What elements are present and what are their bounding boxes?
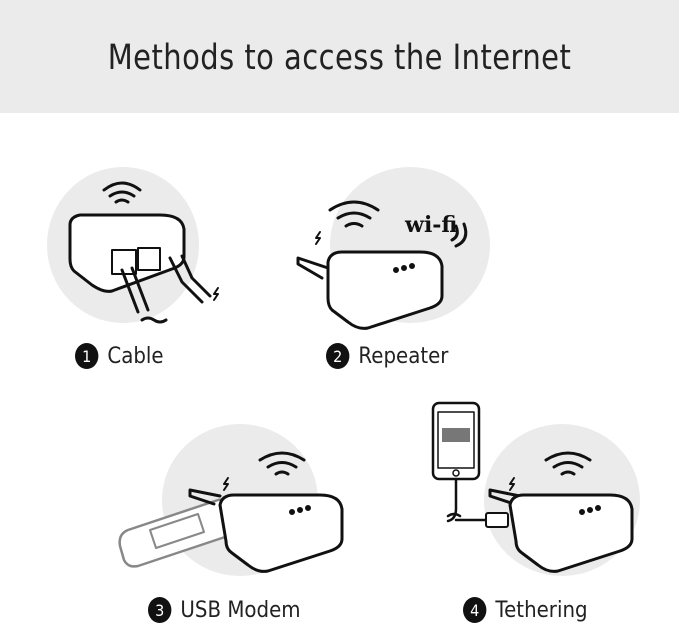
method-label: Cable [107, 343, 164, 369]
router [326, 250, 444, 330]
method-label: USB Modem [180, 597, 301, 623]
power-bolt-icon [213, 287, 219, 301]
number-badge: 4 [463, 597, 487, 623]
header-band: Methods to access the Internet [0, 0, 679, 113]
usb-modem-illustration [118, 424, 344, 576]
power-bolt-icon [315, 231, 321, 245]
power-cable [168, 254, 212, 304]
method-label: Repeater [358, 343, 449, 369]
method-tethering: 4 Tethering [463, 597, 588, 623]
method-cable: 1 Cable [75, 343, 164, 369]
wifi-signal-icon [328, 200, 380, 228]
number-badge: 3 [148, 597, 172, 623]
number-badge: 1 [75, 343, 99, 369]
method-repeater: 2 Repeater [326, 343, 448, 369]
wifi-logo: wi-fi [404, 212, 457, 238]
usb-cable [446, 477, 488, 523]
wifi-waves-icon [450, 222, 468, 248]
cable [188, 488, 222, 506]
wifi-signal-icon [258, 451, 306, 476]
cable [488, 488, 522, 506]
router [508, 493, 634, 573]
smartphone [431, 401, 481, 481]
power-bolt-icon [509, 477, 515, 491]
number-badge: 2 [326, 343, 350, 369]
method-label: Tethering [495, 597, 588, 623]
illustrations: wi-fi [47, 167, 640, 576]
method-usb-modem: 3 USB Modem [148, 597, 301, 623]
cable [296, 256, 330, 280]
ethernet-cable [120, 266, 150, 314]
cable-illustration [47, 167, 219, 324]
wifi-signal-icon [544, 451, 592, 476]
repeater-illustration: wi-fi [296, 167, 490, 330]
power-bolt-icon [223, 477, 229, 491]
router [218, 493, 344, 573]
page-title: Methods to access the Internet [107, 38, 572, 78]
wifi-signal-icon [102, 181, 142, 204]
tethering-illustration [431, 401, 640, 576]
